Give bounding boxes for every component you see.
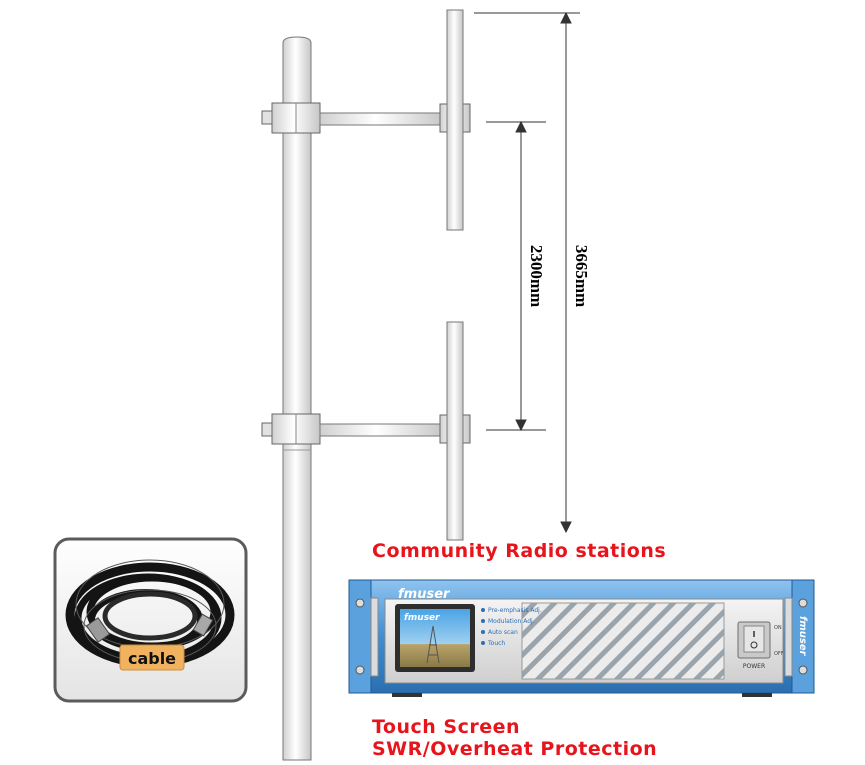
cable-label: cable (128, 649, 176, 668)
feature-item: Modulation Adj. (488, 618, 535, 625)
side-brand: fmuser (797, 616, 808, 657)
feature-item: Touch (487, 640, 505, 647)
dimension-inner (486, 120, 546, 432)
antenna-mast (282, 36, 312, 761)
caption-community: Community Radio stations (372, 540, 667, 562)
switch-off-label: OFF (774, 651, 784, 657)
dipole-antenna (261, 9, 471, 761)
caption-protection: SWR/Overheat Protection (372, 738, 658, 760)
screen-brand: fmuser (404, 613, 440, 623)
feature-item: Auto scan (488, 629, 518, 636)
right-handle (784, 597, 793, 677)
switch-on-label: ON (774, 625, 782, 631)
cable-tag (119, 644, 185, 671)
power-label: POWER (743, 663, 765, 670)
dimension-total (474, 11, 580, 534)
total-height-label: 3665mm (572, 245, 591, 307)
power-switch (737, 621, 771, 659)
lower-dipole-element (446, 321, 464, 541)
cable-inset: cable (53, 537, 248, 703)
inner-spacing-label: 2300mm (527, 245, 546, 307)
brand-logo: fmuser (398, 587, 451, 602)
upper-boom (261, 102, 471, 134)
left-handle (370, 597, 379, 677)
left-rack-ear (348, 579, 372, 694)
touch-screen: fmuser (395, 604, 475, 672)
feature-item: Pre-emphasis Adj. (488, 607, 542, 614)
caption-touch-screen: Touch Screen (372, 716, 521, 738)
lower-boom (261, 413, 471, 445)
radio-tower-icon (426, 625, 440, 664)
fm-transmitter: fmuser fmuser Pre-emphasis Adj. Modulati… (348, 579, 815, 697)
upper-dipole-element (446, 9, 464, 231)
feature-list: Pre-emphasis Adj. Modulation Adj. Auto s… (481, 607, 542, 647)
vent-grille (521, 602, 725, 680)
cable-connector (85, 613, 214, 643)
